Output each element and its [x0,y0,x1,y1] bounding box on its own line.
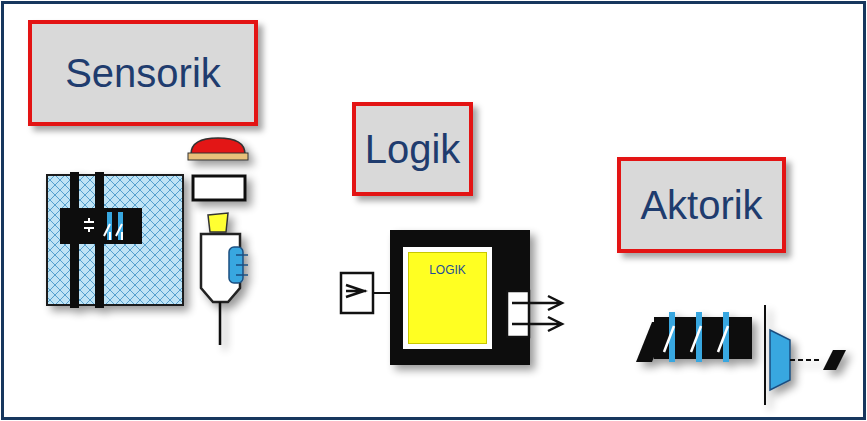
position-switch-symbol [201,213,248,345]
push-button-symbol [188,138,248,200]
heading-text: Aktorik [640,185,762,225]
frame [3,3,865,419]
block-label: LOGIK [429,263,466,277]
output-symbol [507,291,562,337]
heading-text: Logik [365,129,461,169]
heading-text: Sensorik [65,53,221,93]
contactor-symbol [636,312,752,362]
heading-box: Sensorik [28,20,258,126]
logic-unit-symbol [390,230,530,365]
heading-box: Logik [352,102,473,196]
logic-block: LOGIK [408,252,487,344]
heading-box: Aktorik [617,157,786,253]
input-symbol [341,273,390,313]
valve-symbol [765,305,846,405]
guard-door-symbol [47,172,183,308]
